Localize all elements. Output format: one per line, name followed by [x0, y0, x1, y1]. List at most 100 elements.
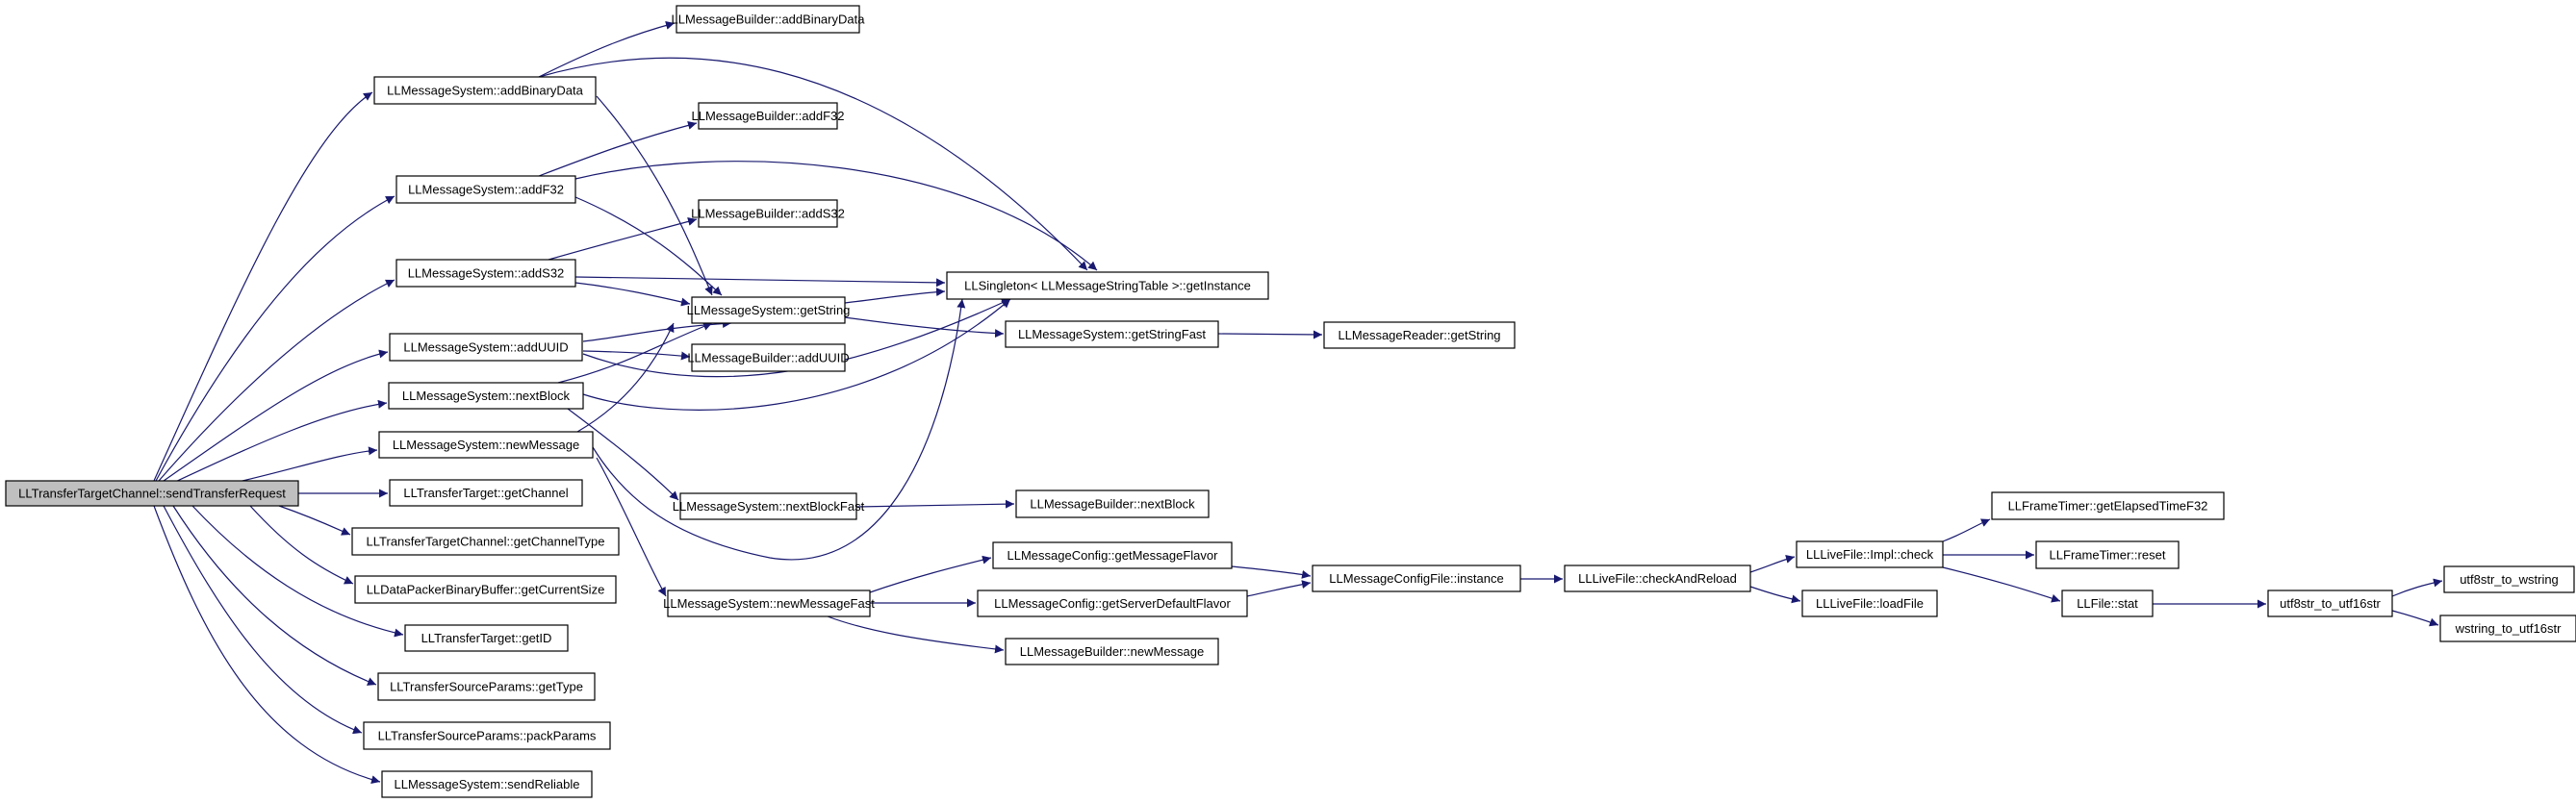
- graph-node[interactable]: LLMessageSystem::nextBlockFast: [673, 492, 865, 520]
- graph-node[interactable]: LLTransferSourceParams::getType: [377, 672, 596, 701]
- graph-node[interactable]: LLFile::stat: [2061, 590, 2154, 617]
- node-box[interactable]: [2443, 565, 2575, 593]
- call-edge: [844, 316, 1005, 339]
- graph-node[interactable]: LLMessageSystem::getString: [687, 296, 851, 324]
- node-box[interactable]: [691, 296, 846, 324]
- graph-node[interactable]: LLMessageBuilder::addBinaryData: [672, 5, 866, 34]
- call-edge: [574, 276, 946, 288]
- node-box[interactable]: [1005, 638, 1219, 665]
- node-label: LLMessageSystem::addBinaryData: [387, 84, 584, 98]
- node-box[interactable]: [389, 333, 583, 362]
- graph-node[interactable]: LLMessageBuilder::nextBlock: [1015, 489, 1210, 518]
- call-edge: [548, 217, 698, 261]
- node-box[interactable]: [698, 199, 838, 228]
- graph-node[interactable]: LLMessageBuilder::addF32: [692, 102, 845, 130]
- graph-node[interactable]: LLMessageConfig::getMessageFlavor: [992, 541, 1233, 569]
- graph-node[interactable]: LLDataPackerBinaryBuffer::getCurrentSize: [354, 575, 617, 604]
- call-edge: [1942, 518, 1991, 542]
- node-box[interactable]: [691, 343, 846, 372]
- node-box[interactable]: [992, 541, 1233, 569]
- node-box[interactable]: [1323, 321, 1516, 349]
- graph-node[interactable]: LLTransferTarget::getChannel: [389, 479, 583, 507]
- graph-node[interactable]: LLMessageReader::getString: [1323, 321, 1516, 349]
- node-label: LLLiveFile::loadFile: [1816, 596, 1924, 611]
- node-box[interactable]: [404, 624, 569, 652]
- graph-node[interactable]: utf8str_to_utf16str: [2267, 590, 2393, 617]
- node-box[interactable]: [1015, 489, 1210, 518]
- node-box[interactable]: [354, 575, 617, 604]
- graph-node[interactable]: LLMessageSystem::addBinaryData: [373, 76, 597, 105]
- graph-node[interactable]: LLFrameTimer::getElapsedTimeF32: [1991, 491, 2225, 520]
- graph-node[interactable]: LLMessageSystem::newMessage: [378, 431, 594, 459]
- graph-node[interactable]: LLLiveFile::Impl::check: [1796, 540, 1944, 568]
- node-box[interactable]: [2061, 590, 2154, 617]
- graph-node[interactable]: LLMessageSystem::sendReliable: [381, 770, 593, 798]
- graph-node[interactable]: LLLiveFile::loadFile: [1801, 590, 1938, 617]
- graph-node[interactable]: LLMessageSystem::addUUID: [389, 333, 583, 362]
- graph-node[interactable]: LLMessageSystem::addF32: [395, 175, 576, 204]
- graph-node[interactable]: utf8str_to_wstring: [2443, 565, 2575, 593]
- node-label: LLSingleton< LLMessageStringTable >::get…: [964, 279, 1251, 293]
- graph-node[interactable]: LLMessageBuilder::addS32: [691, 199, 845, 228]
- node-box[interactable]: [1005, 320, 1219, 348]
- node-box[interactable]: [363, 721, 611, 750]
- node-box[interactable]: [977, 590, 1248, 617]
- graph-node[interactable]: LLMessageBuilder::newMessage: [1005, 638, 1219, 665]
- graph-node[interactable]: LLTransferTarget::getID: [404, 624, 569, 652]
- node-box[interactable]: [373, 76, 597, 105]
- node-box[interactable]: [5, 480, 299, 507]
- node-box[interactable]: [1796, 540, 1944, 568]
- graph-node[interactable]: LLMessageBuilder::addUUID: [687, 343, 850, 372]
- graph-node[interactable]: LLMessageSystem::nextBlock: [388, 382, 584, 410]
- node-box[interactable]: [1801, 590, 1938, 617]
- graph-node[interactable]: LLTransferTargetChannel::sendTransferReq…: [5, 480, 299, 507]
- graph-node[interactable]: LLSingleton< LLMessageStringTable >::get…: [946, 271, 1269, 300]
- node-box[interactable]: [676, 5, 860, 34]
- node-box[interactable]: [395, 259, 576, 288]
- node-label: LLTransferSourceParams::packParams: [378, 729, 597, 743]
- node-label: wstring_to_utf16str: [2455, 621, 2563, 636]
- graph-node[interactable]: wstring_to_utf16str: [2439, 615, 2576, 642]
- node-box[interactable]: [381, 770, 593, 798]
- graph-node[interactable]: LLLiveFile::checkAndReload: [1564, 565, 1751, 592]
- node-box[interactable]: [1991, 491, 2225, 520]
- graph-node[interactable]: LLMessageConfigFile::instance: [1312, 565, 1521, 592]
- call-edge: [574, 161, 1098, 271]
- graph-node[interactable]: LLTransferTargetChannel::getChannelType: [351, 527, 620, 556]
- node-label: utf8str_to_wstring: [2460, 572, 2559, 587]
- graph-node[interactable]: LLMessageSystem::addS32: [395, 259, 576, 288]
- node-label: LLTransferTargetChannel::getChannelType: [367, 535, 605, 549]
- node-box[interactable]: [1312, 565, 1521, 592]
- graph-node[interactable]: LLMessageSystem::getStringFast: [1005, 320, 1219, 348]
- node-label: LLMessageSystem::addF32: [408, 183, 564, 197]
- node-box[interactable]: [378, 431, 594, 459]
- node-label: LLLiveFile::checkAndReload: [1578, 571, 1737, 586]
- node-label: LLDataPackerBinaryBuffer::getCurrentSize: [367, 583, 605, 597]
- node-box[interactable]: [698, 102, 838, 130]
- node-box[interactable]: [679, 492, 857, 520]
- node-box[interactable]: [667, 590, 871, 617]
- node-label: LLFile::stat: [2077, 596, 2138, 611]
- node-box[interactable]: [2035, 540, 2180, 569]
- node-label: LLMessageSystem::newMessage: [393, 438, 579, 452]
- node-box[interactable]: [1564, 565, 1751, 592]
- graph-node[interactable]: LLFrameTimer::reset: [2035, 540, 2180, 569]
- node-box[interactable]: [2267, 590, 2393, 617]
- node-label: LLMessageSystem::addUUID: [403, 340, 568, 355]
- graph-node[interactable]: LLTransferSourceParams::packParams: [363, 721, 611, 750]
- call-edge: [574, 282, 691, 307]
- call-edge: [596, 95, 713, 296]
- node-box[interactable]: [946, 271, 1269, 300]
- node-box[interactable]: [395, 175, 576, 204]
- call-edge: [1749, 586, 1801, 604]
- node-label: LLMessageConfigFile::instance: [1329, 571, 1503, 586]
- node-box[interactable]: [389, 479, 583, 507]
- node-box[interactable]: [388, 382, 584, 410]
- graph-node[interactable]: LLMessageConfig::getServerDefaultFlavor: [977, 590, 1248, 617]
- node-box[interactable]: [377, 672, 596, 701]
- node-box[interactable]: [2439, 615, 2576, 642]
- node-label: LLTransferTargetChannel::sendTransferReq…: [18, 487, 286, 501]
- node-box[interactable]: [351, 527, 620, 556]
- call-edge: [2391, 578, 2443, 597]
- graph-node[interactable]: LLMessageSystem::newMessageFast: [663, 590, 875, 617]
